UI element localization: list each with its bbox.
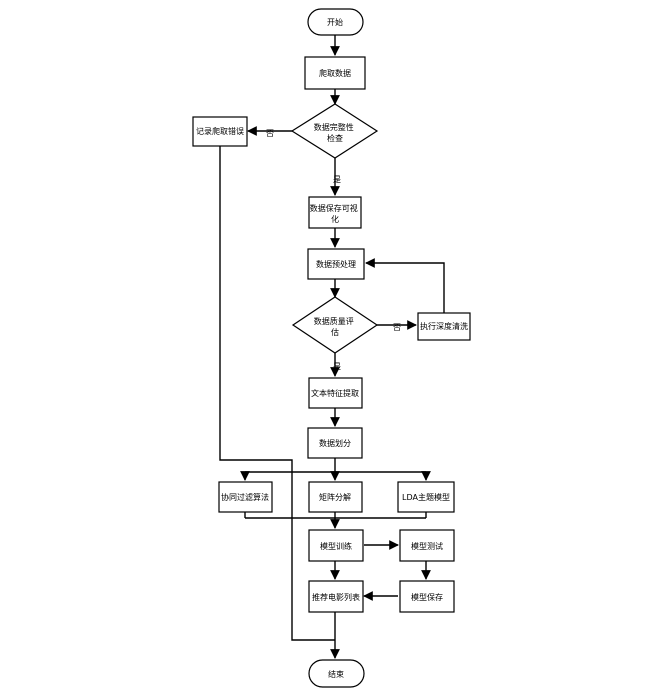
- recommend-node: 推荐电影列表: [308, 580, 364, 613]
- save-model-label: 模型保存: [411, 592, 443, 602]
- quality-label-line2: 估: [331, 327, 339, 337]
- split-label: 数据划分: [319, 438, 351, 448]
- cf-node: 协同过滤算法: [218, 481, 273, 513]
- save-model-node: 模型保存: [399, 580, 455, 613]
- test-label: 模型测试: [411, 541, 443, 551]
- train-node: 模型训练: [308, 529, 364, 562]
- edges: [219, 35, 445, 659]
- visualize-label-line2: 化: [331, 214, 339, 224]
- test-node: 模型测试: [399, 529, 455, 562]
- train-label: 模型训练: [320, 541, 352, 551]
- check-label-line1: 数据完整性: [314, 122, 354, 132]
- start-label: 开始: [327, 17, 343, 27]
- edge-log-error-end: [219, 146, 335, 641]
- quality-decision: 数据质量评 估: [291, 296, 379, 354]
- cf-label: 协同过滤算法: [221, 492, 269, 502]
- end-label: 结束: [328, 669, 344, 679]
- edge-deep-clean-preprocess: [365, 258, 445, 313]
- quality-yes-label: 是: [333, 362, 341, 371]
- svg-text:数据质量评 估: 数据质量评 估: [314, 316, 357, 337]
- check-decision: 数据完整性 检查: [290, 103, 379, 159]
- check-no-label: 否: [266, 129, 274, 138]
- lda-label: LDA主题模型: [402, 492, 450, 502]
- deep-clean-label: 执行深度清洗: [420, 321, 468, 331]
- check-yes-label: 是: [333, 175, 341, 184]
- crawl-label: 爬取数据: [319, 68, 351, 78]
- features-node: 文本特征提取: [308, 377, 363, 409]
- lda-node: LDA主题模型: [397, 481, 455, 513]
- log-error-node: 记录爬取错误: [192, 116, 248, 147]
- end-node: 结束: [308, 659, 365, 688]
- features-label: 文本特征提取: [311, 388, 359, 398]
- recommend-label: 推荐电影列表: [312, 592, 360, 602]
- mf-node: 矩阵分解: [308, 481, 363, 513]
- start-node: 开始: [307, 8, 364, 36]
- quality-label-line1: 数据质量评: [314, 316, 354, 326]
- visualize-label-line1: 数据保存可视: [310, 203, 358, 213]
- split-node: 数据划分: [307, 427, 363, 459]
- deep-clean-node: 执行深度清洗: [417, 312, 471, 341]
- log-error-label: 记录爬取错误: [196, 126, 244, 136]
- check-label-line2: 检查: [327, 133, 343, 143]
- crawl-node: 爬取数据: [304, 56, 366, 90]
- visualize-node: 数据保存可视 化: [308, 196, 362, 229]
- svg-text:数据完整性 检查: 数据完整性 检查: [314, 122, 357, 143]
- preprocess-label: 数据预处理: [316, 259, 356, 269]
- quality-no-label: 否: [393, 323, 401, 332]
- svg-text:数据保存可视 化: 数据保存可视 化: [310, 203, 361, 224]
- mf-label: 矩阵分解: [319, 492, 351, 502]
- preprocess-node: 数据预处理: [307, 248, 365, 280]
